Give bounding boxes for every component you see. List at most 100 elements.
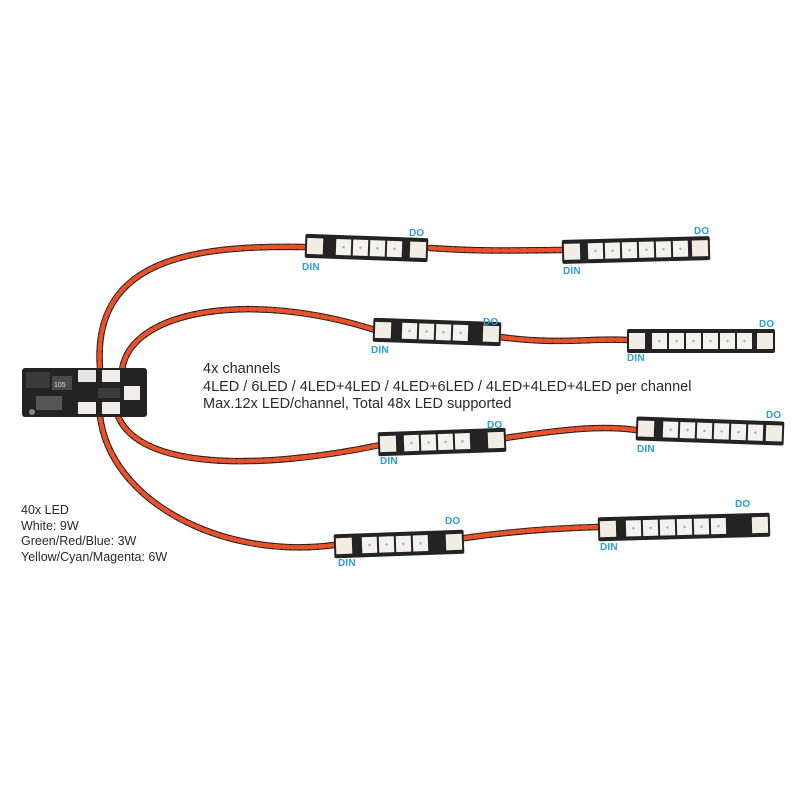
led-strip-6 xyxy=(635,416,785,446)
din-connector xyxy=(637,420,655,438)
led-chip xyxy=(402,542,405,546)
led-chip xyxy=(686,428,689,432)
led-chip xyxy=(645,248,648,252)
do-label: DO xyxy=(487,420,503,431)
led-chip xyxy=(427,441,430,444)
wire-twist-1 xyxy=(97,244,308,371)
led-chip xyxy=(675,339,678,343)
din-label: DIN xyxy=(302,262,320,273)
board-marking: 105 xyxy=(54,382,66,389)
power-caption-line-1: 40x LED xyxy=(21,503,69,517)
led-chip xyxy=(743,339,746,343)
led-chip xyxy=(408,329,411,333)
do-connector xyxy=(691,240,709,257)
din-connector xyxy=(563,243,581,260)
led-chip xyxy=(368,543,371,547)
distribution-board: 105 xyxy=(22,368,147,417)
din-connector xyxy=(629,333,645,349)
din-label: DIN xyxy=(338,558,356,569)
led-strip-7 xyxy=(333,529,465,559)
led-chip xyxy=(444,440,447,444)
led-chip xyxy=(669,428,672,431)
led-strip-4 xyxy=(627,329,775,353)
led-chip xyxy=(628,248,631,252)
power-caption: 40x LED White: 9W Green/Red/Blue: 3W Yel… xyxy=(21,503,167,565)
do-label: DO xyxy=(483,317,499,328)
wire-twist-2 xyxy=(427,245,566,253)
led-strip-8 xyxy=(597,512,771,542)
din-connector xyxy=(306,237,324,255)
wire-twist-7 xyxy=(97,413,337,550)
led-chip xyxy=(611,249,614,252)
wire-twist-6 xyxy=(502,425,639,441)
led-chip xyxy=(376,247,379,250)
led-chip xyxy=(692,339,695,343)
wire-twist-4 xyxy=(497,334,630,344)
din-label: DIN xyxy=(627,353,645,364)
led-chip xyxy=(419,541,422,545)
do-label: DO xyxy=(759,319,775,330)
led-chip xyxy=(700,525,703,528)
led-chip xyxy=(726,339,729,343)
led-chip xyxy=(459,331,462,335)
do-connector xyxy=(487,431,505,449)
led-chip xyxy=(717,524,720,528)
do-connector xyxy=(757,333,773,349)
din-label: DIN xyxy=(600,542,618,553)
wire-twist-8 xyxy=(462,524,601,541)
do-label: DO xyxy=(766,410,782,421)
do-connector xyxy=(445,533,463,551)
wire-twist-3 xyxy=(119,306,378,373)
channels-caption-line-1: 4x channels xyxy=(203,361,281,377)
led-chip xyxy=(649,526,652,530)
din-connector xyxy=(379,435,397,453)
power-caption-line-4: Yellow/Cyan/Magenta: 6W xyxy=(21,549,168,564)
din-label: DIN xyxy=(637,444,655,455)
led-chip xyxy=(359,246,362,250)
led-chip xyxy=(410,441,413,445)
led-chip xyxy=(703,429,706,433)
led-chip xyxy=(385,543,388,546)
do-connector xyxy=(765,424,783,442)
do-label: DO xyxy=(409,228,425,239)
twisted-wires xyxy=(96,243,640,551)
led-chip xyxy=(461,439,464,443)
led-chip xyxy=(594,249,597,253)
do-connector xyxy=(409,241,427,259)
led-chip xyxy=(720,430,723,433)
led-chip xyxy=(666,526,669,529)
led-chip xyxy=(632,527,635,530)
led-chip xyxy=(442,330,445,334)
din-label: DIN xyxy=(380,456,398,467)
led-chip xyxy=(393,247,396,251)
din-connector xyxy=(374,321,392,339)
do-connector xyxy=(482,325,500,343)
led-strip-1 xyxy=(304,233,429,263)
led-chip xyxy=(662,247,665,251)
din-connector xyxy=(599,520,617,538)
do-label: DO xyxy=(694,226,710,237)
do-label: DO xyxy=(735,499,751,510)
din-label: DIN xyxy=(563,266,581,277)
led-chip xyxy=(658,339,661,343)
do-connector xyxy=(751,516,769,534)
power-caption-line-3: Green/Red/Blue: 3W xyxy=(21,534,137,548)
led-chip xyxy=(683,525,686,529)
channels-caption-line-3: Max.12x LED/channel, Total 48x LED suppo… xyxy=(203,396,512,412)
led-chip xyxy=(737,430,740,434)
din-label: DIN xyxy=(371,345,389,356)
power-caption-line-2: White: 9W xyxy=(21,518,79,533)
led-strips xyxy=(304,233,785,559)
led-chip xyxy=(679,247,682,251)
led-chip xyxy=(342,245,345,249)
do-label: DO xyxy=(445,516,461,527)
channels-caption: 4x channels 4LED / 6LED / 4LED+4LED / 4L… xyxy=(203,361,691,414)
led-chip xyxy=(754,431,757,434)
led-strip-2 xyxy=(561,236,711,264)
led-chip xyxy=(709,339,712,343)
led-chip xyxy=(425,330,428,333)
channels-caption-line-2: 4LED / 6LED / 4LED+4LED / 4LED+6LED / 4L… xyxy=(203,378,692,395)
din-connector xyxy=(335,537,353,555)
